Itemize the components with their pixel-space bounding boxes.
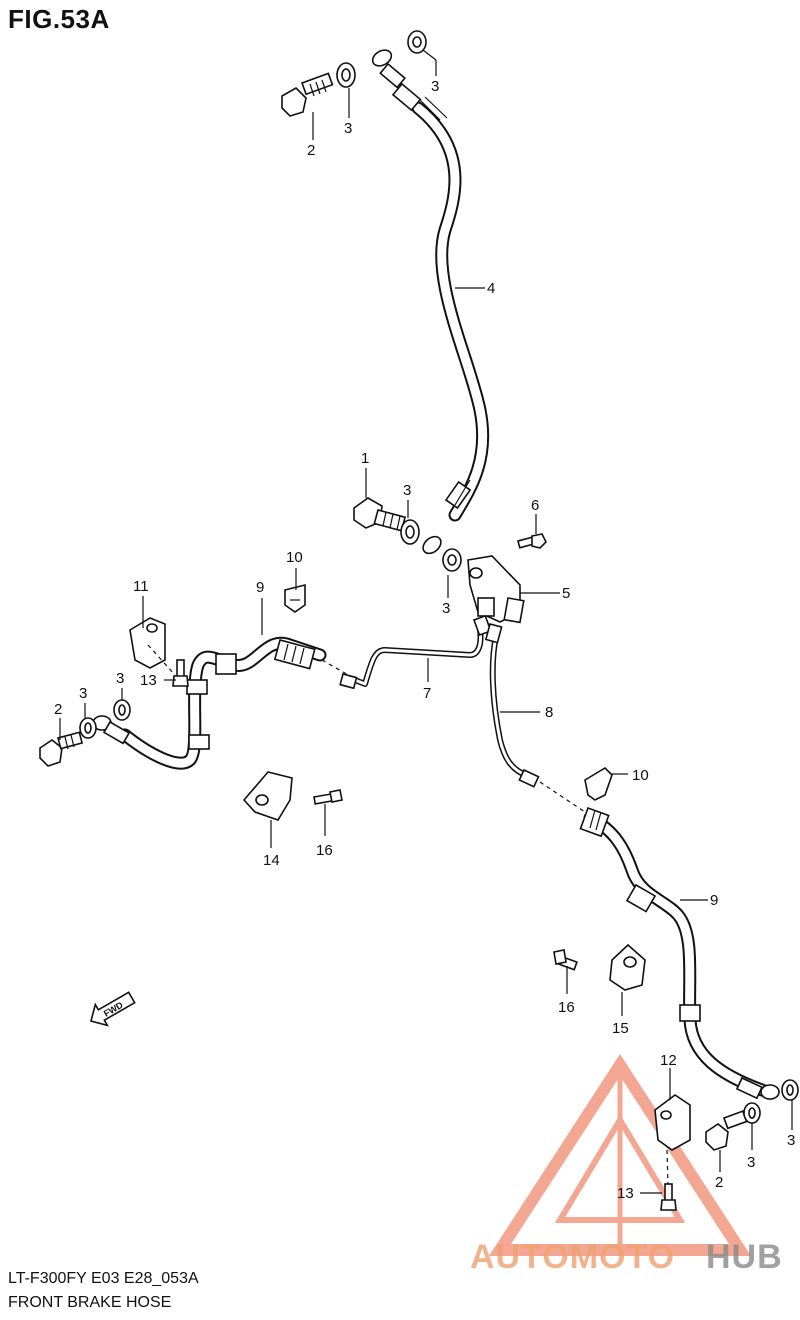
callout-11: 11 (133, 578, 149, 595)
figure-name: FRONT BRAKE HOSE (8, 1294, 172, 1311)
brake-pipe-left (339, 614, 492, 690)
callout-3: 3 (116, 670, 124, 687)
callout-3: 3 (403, 482, 411, 499)
callout-10: 10 (632, 767, 649, 784)
watermark-part2: HUB (706, 1238, 783, 1276)
callout-4: 4 (487, 280, 495, 297)
clip-right (584, 766, 613, 801)
callout-16: 16 (316, 842, 333, 859)
leader-lines (59, 49, 793, 1194)
watermark-text: AUTOMOTO HUB (470, 1238, 783, 1276)
washer-left-1 (79, 717, 97, 739)
washer-top-1 (336, 62, 356, 88)
bolt-union (353, 497, 407, 532)
forward-arrow-icon: FWD (89, 991, 136, 1027)
brake-pipe-right (484, 623, 540, 788)
washer-top-2 (407, 30, 427, 54)
callout-9: 9 (256, 579, 264, 596)
callout-15: 15 (612, 1020, 629, 1037)
callout-6: 6 (531, 497, 539, 514)
bolt-right (705, 1110, 748, 1151)
bolt-clamp-left (172, 659, 189, 687)
washer-right-2 (781, 1079, 799, 1101)
callout-2: 2 (54, 701, 62, 718)
callout-3: 3 (79, 685, 87, 702)
bracket-left (242, 771, 293, 821)
callout-2: 2 (715, 1174, 723, 1191)
callout-labels: 2 3 3 4 1 3 6 5 3 10 9 11 13 3 3 2 7 8 1… (54, 78, 795, 1202)
brake-hose-upper (371, 49, 490, 555)
callout-13: 13 (140, 672, 157, 689)
three-way-joint (467, 555, 525, 624)
callout-8: 8 (545, 704, 553, 721)
watermark-part1: AUTOMOTO (470, 1238, 675, 1276)
clamp-left (129, 617, 176, 676)
banjo-fitting-top (371, 49, 448, 121)
bolt-joint (517, 533, 547, 549)
callout-3: 3 (747, 1154, 755, 1171)
clip-left (284, 583, 306, 613)
callout-5: 5 (562, 585, 570, 602)
callout-9: 9 (710, 892, 718, 909)
callout-3: 3 (787, 1132, 795, 1149)
bracket-right (609, 943, 646, 991)
clamp-right (654, 1094, 691, 1186)
washer-left-2 (113, 699, 131, 721)
callout-10: 10 (286, 549, 303, 566)
washer-mid-2 (442, 548, 462, 572)
brake-hose-right (579, 806, 780, 1100)
callout-16: 16 (558, 999, 575, 1016)
model-code: LT-F300FY E03 E28_053A (8, 1270, 199, 1287)
callout-7: 7 (423, 685, 431, 702)
callout-2: 2 (307, 142, 315, 159)
washer-mid-1 (400, 519, 420, 545)
brake-hose-left (92, 636, 327, 770)
callout-3: 3 (442, 600, 450, 617)
washer-right-1 (743, 1102, 761, 1124)
watermark-logo (488, 1053, 752, 1256)
bolt-bracket-right (553, 949, 578, 971)
bolt-left (39, 731, 84, 767)
callout-3: 3 (344, 120, 352, 137)
banjo-fitting-bottom (422, 479, 472, 555)
bolt-top (281, 72, 334, 117)
bolt-bracket-left (313, 789, 343, 805)
bolt-clamp-right (660, 1183, 677, 1211)
callout-14: 14 (263, 852, 280, 869)
callout-12: 12 (660, 1052, 677, 1069)
callout-3: 3 (431, 78, 439, 95)
callout-1: 1 (361, 450, 369, 467)
callout-13: 13 (617, 1185, 634, 1202)
figure-title: FIG.53A (8, 4, 110, 34)
